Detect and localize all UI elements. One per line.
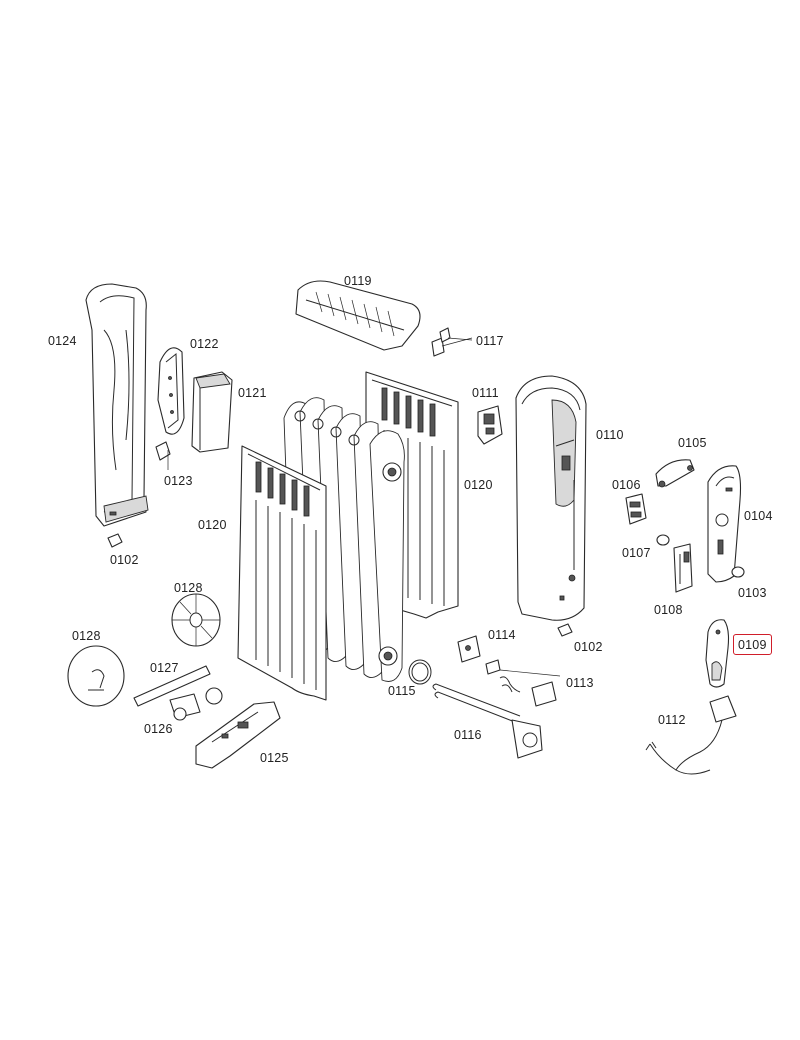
label-0125: 0125 <box>260 751 289 765</box>
part-0120-front-cover <box>237 445 327 701</box>
label-0111: 0111 <box>472 386 499 400</box>
part-0128-wheel-upper <box>171 593 221 647</box>
label-0102-left: 0102 <box>110 553 139 567</box>
label-0128-lower: 0128 <box>72 629 101 643</box>
part-0103-knob <box>731 566 745 578</box>
part-0128-wheel-lower <box>67 645 125 707</box>
part-0109-cover <box>705 619 730 688</box>
part-0119-top-grille <box>295 280 421 351</box>
part-0112-power-cord <box>645 695 737 775</box>
part-0102-foot-right <box>557 623 573 637</box>
label-0124: 0124 <box>48 334 77 348</box>
leader-lines <box>167 337 473 470</box>
label-0102-right: 0102 <box>574 640 603 654</box>
label-0112: 0112 <box>658 713 686 727</box>
part-0105-cap <box>655 459 695 488</box>
part-0127-axle <box>133 665 211 707</box>
part-0107-knob <box>656 534 670 546</box>
part-0117-clips <box>431 327 473 357</box>
label-0117: 0117 <box>476 334 504 348</box>
label-0106: 0106 <box>612 478 641 492</box>
label-0122: 0122 <box>190 337 219 351</box>
label-0104: 0104 <box>744 509 773 523</box>
part-0113-resistor-set <box>485 659 561 707</box>
part-0115-o-ring <box>408 659 432 685</box>
label-0120-front: 0120 <box>198 518 227 532</box>
label-0110: 0110 <box>596 428 624 442</box>
label-0113: 0113 <box>566 676 594 690</box>
label-0107: 0107 <box>622 546 651 560</box>
label-0123: 0123 <box>164 474 193 488</box>
part-0114-switch <box>457 635 481 663</box>
label-0116: 0116 <box>454 728 482 742</box>
label-0119: 0119 <box>344 274 372 288</box>
part-0106-switch <box>625 493 647 525</box>
part-0121-module <box>191 371 233 453</box>
label-0105: 0105 <box>678 436 707 450</box>
part-0126-caster <box>169 687 223 721</box>
part-0108-board <box>673 543 693 593</box>
label-0115: 0115 <box>388 684 416 698</box>
part-0122-bracket <box>157 347 185 435</box>
label-0108: 0108 <box>654 603 683 617</box>
label-0127: 0127 <box>150 661 179 675</box>
label-0126: 0126 <box>144 722 173 736</box>
label-0103: 0103 <box>738 586 767 600</box>
part-0104-control-panel <box>707 465 742 583</box>
part-0125-foot-base <box>195 701 281 769</box>
label-0128-upper: 0128 <box>174 581 203 595</box>
label-0121: 0121 <box>238 386 267 400</box>
label-0120-rear: 0120 <box>464 478 493 492</box>
label-0109-highlighted: 0109 <box>733 634 772 655</box>
part-0111-thermostat <box>477 405 503 445</box>
part-0102-foot-left <box>107 533 123 548</box>
label-0114: 0114 <box>488 628 516 642</box>
part-0116-heating-element <box>432 683 543 759</box>
part-0110-control-housing <box>515 375 587 621</box>
part-0123-clip <box>155 441 171 461</box>
part-0124-side-panel <box>85 283 149 527</box>
